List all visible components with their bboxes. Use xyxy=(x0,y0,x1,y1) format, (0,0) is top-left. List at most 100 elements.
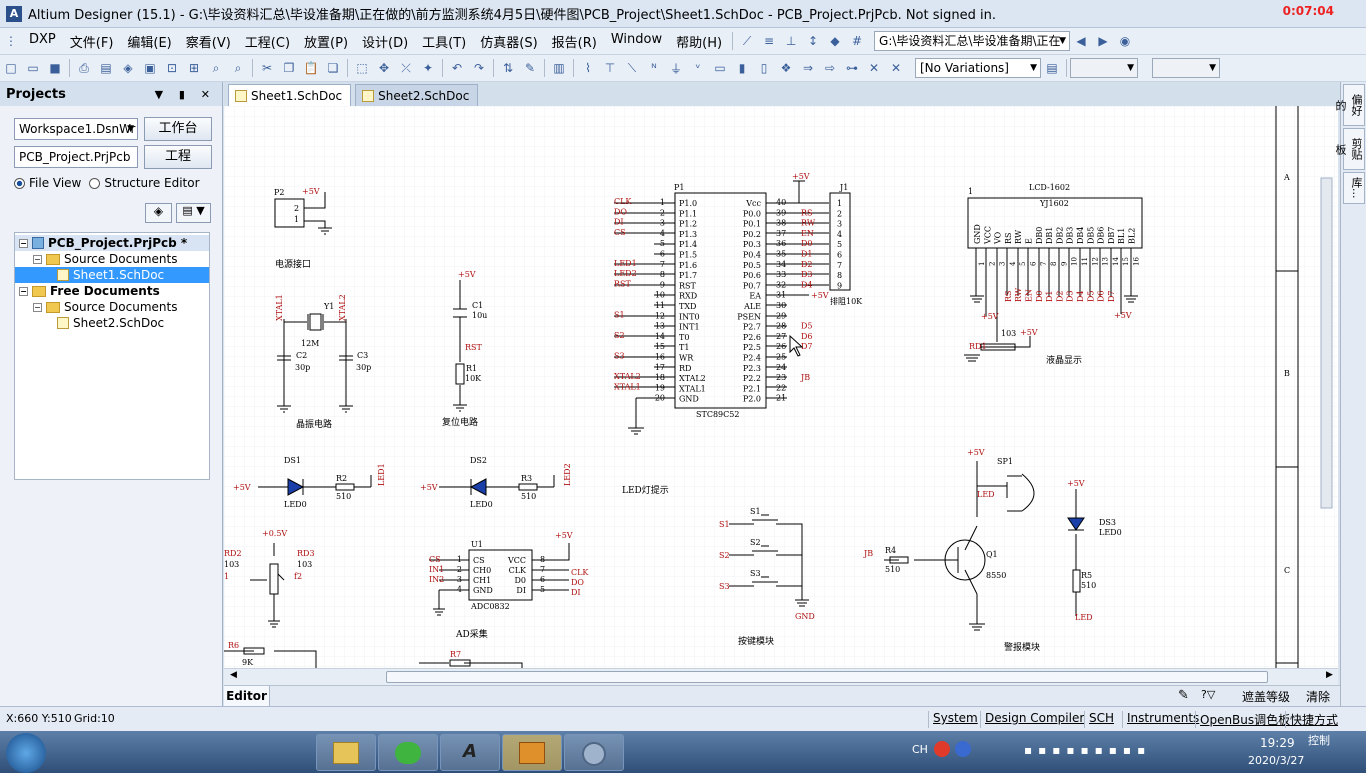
status-tab-shortcuts[interactable]: 快捷方式 xyxy=(1285,711,1342,728)
bus-tool-icon[interactable]: ≡ xyxy=(764,34,775,48)
path-combo[interactable]: G:\毕设资料汇总\毕设准备期\正在▼ xyxy=(874,31,1071,51)
panel-controls[interactable]: ▼ ▮ ✕ xyxy=(154,87,216,101)
paste-icon[interactable]: 📋 xyxy=(303,61,319,75)
clear-brush-icon[interactable]: ✎ xyxy=(1178,688,1189,703)
tree-item-sheet1[interactable]: Sheet1.SchDoc xyxy=(15,267,209,283)
menu-item-7[interactable]: 工具(T) xyxy=(422,35,467,51)
project-options-button[interactable]: ▤ ▼ xyxy=(176,203,211,223)
menu-item-5[interactable]: 放置(P) xyxy=(304,35,349,51)
gnd-port-icon[interactable]: ⏚ xyxy=(669,61,682,76)
select-area-icon[interactable]: ⬚ xyxy=(356,61,368,75)
tree-item-free-documents[interactable]: −Free Documents xyxy=(19,284,160,298)
open-icon[interactable]: ▭ xyxy=(27,61,39,75)
tree-item-free-source-documents[interactable]: −Source Documents xyxy=(33,300,178,314)
taskbar-altium[interactable]: A xyxy=(440,734,500,771)
taskbar-wechat[interactable] xyxy=(378,734,438,771)
help-icon[interactable] xyxy=(955,741,971,757)
project-button[interactable]: 工程 xyxy=(144,145,212,169)
no-erc2-icon[interactable]: ✕ xyxy=(890,61,902,75)
sheet-symbol-icon[interactable]: ▮ xyxy=(738,61,746,75)
menu-item-3[interactable]: 察看(V) xyxy=(185,35,231,51)
scroll-right-icon[interactable]: ▶ xyxy=(1326,670,1333,680)
variants-icon[interactable]: ▤ xyxy=(1046,61,1058,75)
ground-tool-icon[interactable]: ⊥ xyxy=(785,34,797,48)
file-view-radio[interactable] xyxy=(14,177,25,189)
menu-item-0[interactable]: DXP xyxy=(29,31,56,47)
tree-item-project[interactable]: −PCB_Project.PrjPcb * xyxy=(15,235,209,251)
schematic-canvas[interactable]: A B C xyxy=(224,106,1338,668)
filter-icon[interactable]: ?▽ xyxy=(1201,688,1216,701)
cross-probe-icon[interactable]: ✎ xyxy=(524,61,536,75)
cut-icon[interactable]: ✂ xyxy=(261,61,273,75)
taskbar-explorer[interactable] xyxy=(316,734,376,771)
grid-icon[interactable]: # xyxy=(852,34,863,48)
redo-icon[interactable]: ↷ xyxy=(473,61,485,75)
menu-item-2[interactable]: 编辑(E) xyxy=(127,35,172,51)
workspace-icon-button[interactable]: ◈ xyxy=(145,203,172,223)
workspace-button[interactable]: 工作台 xyxy=(144,117,212,141)
empty-combo-1[interactable]: ▼ xyxy=(1070,58,1138,78)
tab-sheet1[interactable]: Sheet1.SchDoc xyxy=(228,84,352,106)
tab-sheet2[interactable]: Sheet2.SchDoc xyxy=(355,84,479,106)
menu-item-8[interactable]: 仿真器(S) xyxy=(480,35,538,51)
place-part-icon[interactable]: ▭ xyxy=(714,61,726,75)
menu-item-1[interactable]: 文件(F) xyxy=(69,35,114,51)
structure-editor-radio[interactable] xyxy=(89,177,101,189)
start-button[interactable] xyxy=(6,733,46,773)
status-tab-instruments[interactable]: Instruments xyxy=(1122,711,1203,728)
sheet-entry-icon[interactable]: ▯ xyxy=(760,61,768,75)
zoom-icon[interactable]: ⌕ xyxy=(212,60,220,75)
clear-filter-icon[interactable]: ✦ xyxy=(422,61,434,75)
device-sheet-icon[interactable]: ❖ xyxy=(780,61,792,75)
workspace-combo[interactable]: Workspace1.DsnWr▼ xyxy=(14,118,138,140)
menu-item-6[interactable]: 设计(D) xyxy=(362,35,409,51)
no-erc-icon[interactable]: ✕ xyxy=(868,61,880,75)
harness-icon[interactable]: ⊶ xyxy=(846,61,858,75)
undo-icon[interactable]: ↶ xyxy=(451,61,463,75)
tray-icons[interactable]: ▪▪▪▪▪▪▪▪▪ xyxy=(1024,743,1152,757)
zoom-fit-icon[interactable]: ⊡ xyxy=(166,61,178,75)
copy-icon[interactable]: ❐ xyxy=(283,61,295,75)
tab-favorites[interactable]: 偏好的 xyxy=(1334,84,1365,126)
variations-combo[interactable]: [No Variations]▼ xyxy=(915,58,1041,78)
net-tool-icon[interactable]: ◆ xyxy=(830,34,840,48)
hierarchy-icon[interactable]: ⇅ xyxy=(502,61,514,75)
deselect-icon[interactable]: ⤫ xyxy=(401,60,411,75)
scroll-thumb[interactable] xyxy=(386,671,1268,683)
zoom-select-icon[interactable]: ⌕ xyxy=(234,60,242,75)
menu-item-9[interactable]: 报告(R) xyxy=(551,35,597,51)
status-tab-design-compiler[interactable]: Design Compiler xyxy=(980,711,1088,728)
project-field[interactable]: PCB_Project.PrjPcb xyxy=(14,146,138,168)
wire-tool-icon[interactable]: ⟋ xyxy=(742,33,752,48)
place-bus-icon[interactable]: ⊤ xyxy=(604,61,616,75)
forward-icon[interactable]: ▶ xyxy=(1098,34,1108,48)
taskbar-network[interactable] xyxy=(564,734,624,771)
mask-level-button[interactable]: 遮盖等级 xyxy=(1242,690,1291,704)
sogou-icon[interactable] xyxy=(934,741,950,757)
vcc-port-icon[interactable]: ᵛ xyxy=(695,61,701,75)
back-icon[interactable]: ◀ xyxy=(1076,34,1086,48)
tree-item-sheet2[interactable]: Sheet2.SchDoc xyxy=(15,315,209,331)
save-icon[interactable]: ■ xyxy=(49,61,61,75)
horizontal-scrollbar[interactable]: ◀ ▶ xyxy=(224,668,1338,685)
move-icon[interactable]: ✥ xyxy=(378,61,390,75)
browse-library-icon[interactable]: ▥ xyxy=(553,61,565,75)
taskbar-recorder[interactable] xyxy=(502,734,562,771)
place-wire-icon[interactable]: ⌇ xyxy=(585,61,591,75)
tree-item-source-documents[interactable]: −Source Documents xyxy=(33,252,178,266)
web-icon[interactable]: ◉ xyxy=(1119,34,1131,48)
offsheet-icon[interactable]: ⇨ xyxy=(824,61,836,75)
zoom-area-icon[interactable]: ⊞ xyxy=(188,61,200,75)
menu-item-4[interactable]: 工程(C) xyxy=(244,35,291,51)
language-indicator[interactable]: CH xyxy=(912,743,928,756)
print-icon[interactable]: ⎙ xyxy=(79,60,89,75)
port-icon[interactable]: ⇒ xyxy=(802,61,814,75)
bus-entry-icon[interactable]: ⟍ xyxy=(627,60,637,75)
empty-combo-2[interactable]: ▼ xyxy=(1152,58,1220,78)
menu-item-10[interactable]: Window xyxy=(610,31,663,47)
status-tab-system[interactable]: System xyxy=(928,711,982,728)
rubber-stamp-icon[interactable]: ❏ xyxy=(327,61,339,75)
tab-clipboard[interactable]: 剪贴板 xyxy=(1334,128,1365,170)
net-label-icon[interactable]: ᴺ xyxy=(651,61,657,75)
preview-icon[interactable]: ▤ xyxy=(100,61,112,75)
